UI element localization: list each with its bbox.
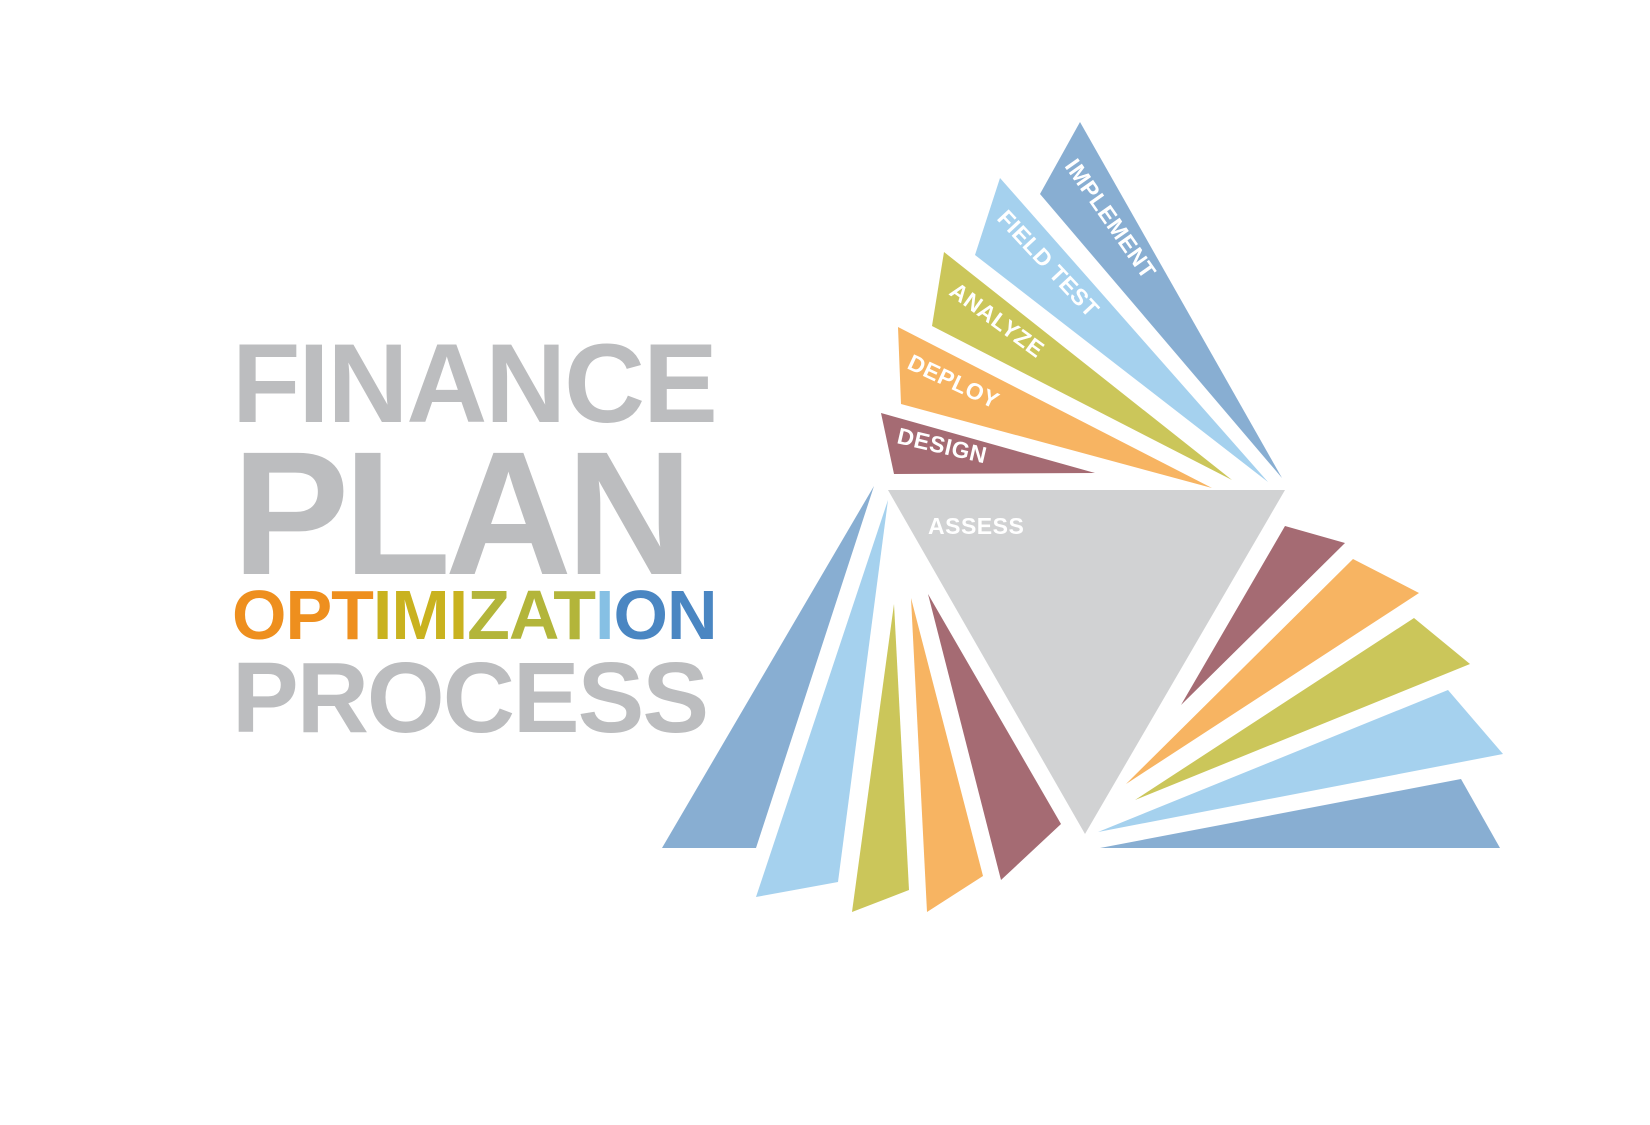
title-optimization-letter: T — [331, 576, 374, 654]
title-optimization-letter: M — [391, 576, 449, 654]
title-optimization-letter: O — [232, 576, 286, 654]
step-analyze-wedge — [932, 252, 1232, 480]
left-fan — [662, 486, 1061, 912]
right-fan-olive-wedge — [1135, 618, 1470, 800]
title-optimization-letter: Z — [467, 576, 510, 654]
top-fan: IMPLEMENT FIELD TEST ANALYZE DEPLOY DESI… — [881, 122, 1282, 488]
left-fan-orange-wedge — [911, 598, 983, 912]
left-fan-mauve-wedge — [928, 594, 1061, 880]
left-fan-blue-wedge — [662, 486, 874, 848]
title-optimization-letter: O — [613, 576, 667, 654]
title-optimization-letter: A — [508, 576, 554, 654]
title-block: FINANCE PLAN OPTIMIZATION PROCESS — [232, 328, 718, 754]
title-optimization-letter: I — [448, 576, 468, 654]
step-deploy-wedge — [898, 327, 1212, 488]
right-fan-blue-wedge — [1100, 779, 1500, 848]
right-fan — [1098, 526, 1503, 848]
title-optimization-letter: I — [372, 576, 392, 654]
step-field-test-wedge — [975, 178, 1268, 482]
center-triangle — [888, 490, 1285, 834]
title-optimization-letter: I — [595, 576, 614, 654]
left-fan-lightblue-wedge — [756, 500, 888, 897]
title-optimization: OPTIMIZATION — [232, 580, 717, 650]
left-fan-olive-wedge — [852, 604, 909, 912]
title-optimization-letter: P — [285, 576, 332, 654]
center-label: ASSESS — [928, 513, 1024, 539]
title-process: PROCESS — [232, 642, 709, 754]
step-implement-wedge — [1040, 122, 1282, 478]
center-triangle-group: ASSESS — [888, 490, 1285, 834]
right-fan-orange-wedge — [1126, 559, 1419, 784]
title-optimization-letter: T — [553, 576, 596, 654]
title-optimization-letter: N — [666, 576, 718, 654]
right-fan-lightblue-wedge — [1098, 690, 1503, 832]
step-design-wedge — [881, 413, 1095, 474]
right-fan-mauve-wedge — [1181, 526, 1345, 705]
